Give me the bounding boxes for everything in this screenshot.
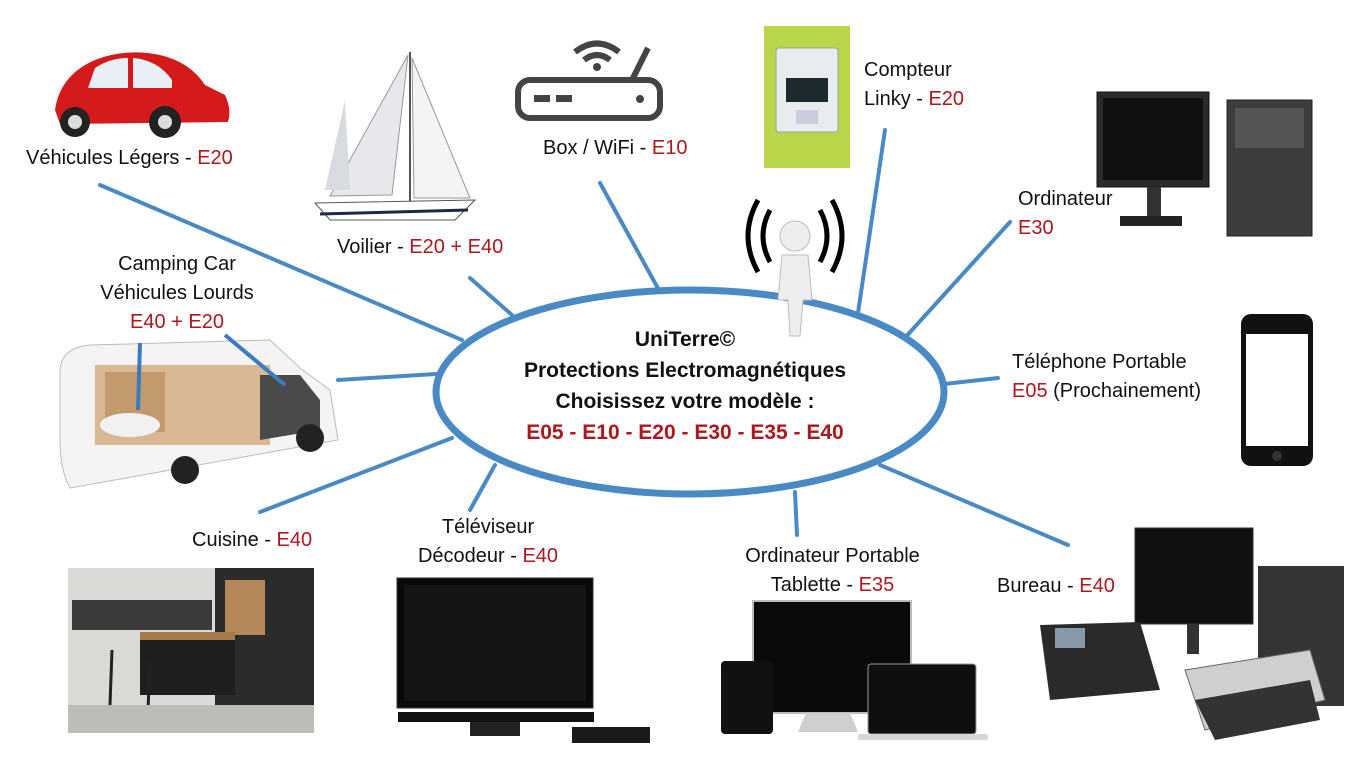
kitchen-photo [68, 568, 314, 733]
label-vehicules-legers: Véhicules Légers - E20 [26, 147, 233, 169]
camping-car-icon [59, 333, 339, 489]
connector-televiseur [468, 463, 497, 512]
connector-bureau [878, 463, 1070, 547]
label-voilier: Voilier - E20 + E40 [337, 236, 504, 258]
model-list: E05 - E10 - E20 - E30 - E35 - E40 [526, 421, 844, 444]
label-camping-car: Camping Car Véhicules Lourds E40 + E20 [100, 253, 254, 333]
linky-meter-icon [764, 26, 850, 168]
central-ellipse [432, 286, 948, 498]
person-signal-icon [745, 198, 845, 337]
desktop-computer-icon [1096, 91, 1313, 237]
connector-ordinateur [900, 220, 1012, 343]
connector-vehicules-legers [98, 183, 464, 342]
label-box-wifi: Box / WiFi - E10 [543, 137, 688, 159]
label-ordinateur-portable: Ordinateur Portable Tablette - E35 [745, 545, 920, 596]
center-subtitle: Protections Electromagnétiques [523, 359, 847, 382]
center-prompt: Choisissez votre modèle : [555, 390, 815, 413]
smartphone-icon [1241, 314, 1313, 466]
label-linky: Compteur Linky - E20 [864, 59, 965, 110]
router-icon [515, 40, 663, 121]
connector-lines [98, 128, 1070, 547]
office-equipment-icon [1040, 527, 1344, 740]
connector-linky [856, 128, 887, 315]
connector-box [598, 181, 662, 294]
brand-title: UniTerre© [634, 328, 736, 351]
car-icon [55, 52, 230, 138]
sailboat-icon [313, 52, 477, 221]
label-cuisine: Cuisine - E40 [192, 529, 313, 551]
label-telephone: Téléphone Portable E05 (Prochainement) [1012, 351, 1201, 402]
connector-camping [336, 372, 438, 382]
label-bureau: Bureau - E40 [997, 575, 1115, 597]
center-text-block: UniTerre© Protections Electromagnétiques… [480, 324, 890, 448]
connector-portable [793, 490, 799, 537]
label-televiseur: Téléviseur Décodeur - E40 [417, 516, 559, 567]
connector-cuisine [258, 436, 454, 514]
connector-voilier [468, 276, 514, 317]
television-icon [396, 577, 650, 743]
laptop-tablet-icon [721, 600, 988, 740]
label-ordinateur: Ordinateur E30 [1018, 188, 1113, 239]
